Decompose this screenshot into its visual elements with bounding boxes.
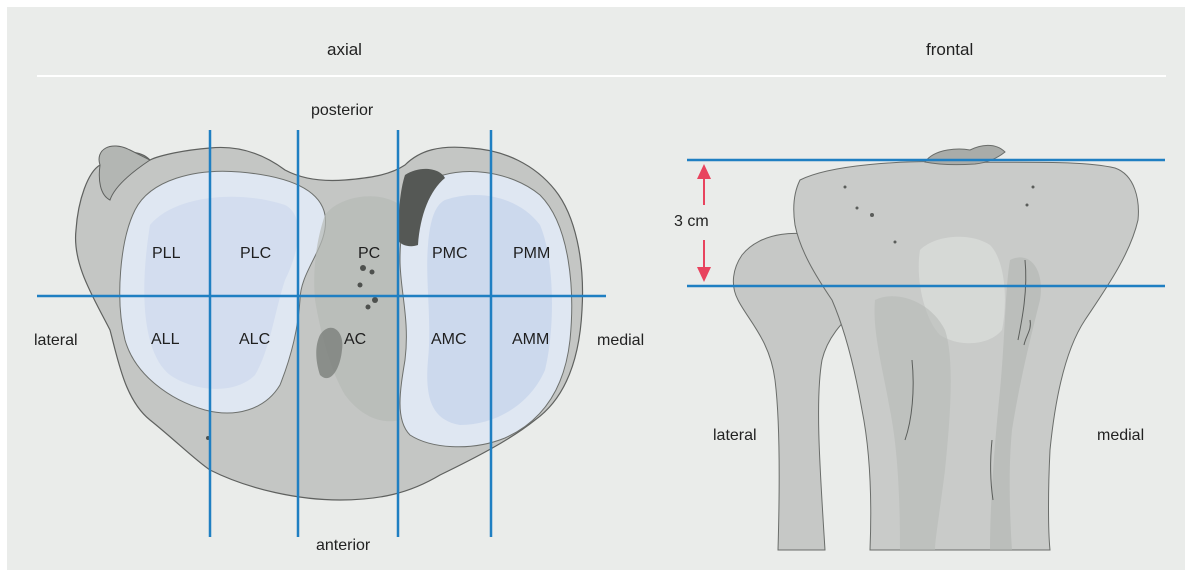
axial-medial-label: medial (597, 332, 644, 350)
zone-pmc-label: PMC (432, 245, 468, 263)
zone-amc-label: AMC (431, 331, 467, 349)
tibia-bone (794, 162, 1139, 550)
zone-pc-label: PC (358, 245, 380, 263)
zone-amm-label: AMM (512, 331, 549, 349)
frontal-tibia-fibula (733, 145, 1138, 550)
axial-lateral-label: lateral (34, 332, 78, 350)
zone-alc-label: ALC (239, 331, 270, 349)
axial-tibial-plateau (76, 146, 583, 500)
frontal-title: frontal (926, 40, 973, 60)
zone-pll-label: PLL (152, 245, 180, 263)
zone-pmm-label: PMM (513, 245, 550, 263)
frontal-medial-label: medial (1097, 427, 1144, 445)
zone-all-label: ALL (151, 331, 179, 349)
posterior-label: posterior (311, 102, 373, 120)
frontal-lateral-label: lateral (713, 427, 757, 445)
zone-ac-label: AC (344, 331, 366, 349)
zone-plc-label: PLC (240, 245, 271, 263)
axial-title: axial (327, 40, 362, 60)
tibial-spine (925, 145, 1005, 164)
measurement-label: 3 cm (672, 213, 711, 231)
anterior-label: anterior (316, 537, 370, 555)
